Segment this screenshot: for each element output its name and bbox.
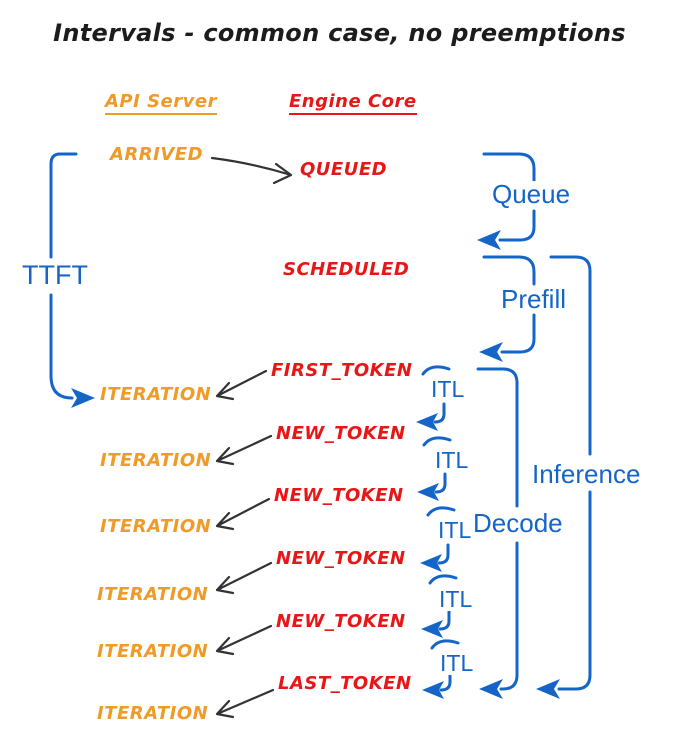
column-header-api-server: API Server: [105, 92, 217, 115]
event-first-token: FIRST_TOKEN: [271, 360, 413, 381]
event-new-token-3: NEW_TOKEN: [276, 548, 406, 569]
interval-label-ttft: TTFT: [20, 260, 90, 290]
itl-arrowhead-5: [422, 681, 444, 699]
event-queued: QUEUED: [300, 159, 388, 180]
event-iteration-2: ITERATION: [100, 450, 212, 471]
itl-interval-2: [422, 436, 452, 494]
event-new-token-2: NEW_TOKEN: [274, 485, 404, 506]
event-iteration-1: ITERATION: [100, 384, 212, 405]
interval-label-itl-2: ITL: [433, 447, 471, 473]
arrow-firsttoken-to-iteration: [215, 369, 268, 401]
itl-arrowhead-3: [420, 554, 442, 572]
interval-label-inference: Inference: [530, 459, 643, 489]
event-new-token-1: NEW_TOKEN: [276, 423, 406, 444]
itl-arrowhead-4: [421, 620, 443, 638]
itl-interval-4: [428, 574, 458, 631]
column-header-engine-core: Engine Core: [289, 92, 417, 115]
page-title: Intervals - common case, no preemptions: [53, 19, 626, 47]
itl-arrowhead-1: [416, 413, 438, 431]
event-iteration-3: ITERATION: [100, 516, 212, 537]
itl-interval-5: [430, 639, 460, 692]
interval-label-itl-4: ITL: [437, 586, 475, 612]
interval-label-itl-3: ITL: [436, 517, 474, 543]
event-iteration-4: ITERATION: [97, 584, 209, 605]
prefill-arrowhead: [479, 342, 503, 362]
queue-bracket: [482, 152, 536, 242]
prefill-bracket: [482, 255, 536, 354]
inference-bracket: [549, 255, 592, 691]
event-new-token-4: NEW_TOKEN: [276, 611, 406, 632]
decode-bracket: [476, 367, 519, 691]
queue-arrowhead: [477, 230, 501, 250]
itl-interval-1: [421, 365, 451, 424]
arrow-newtoken2-to-iteration: [215, 497, 271, 531]
inference-arrowhead: [536, 679, 560, 699]
arrow-newtoken1-to-iteration: [215, 434, 273, 466]
event-iteration-6: ITERATION: [97, 703, 209, 724]
arrow-newtoken4-to-iteration: [215, 624, 273, 656]
itl-interval-3: [426, 506, 456, 565]
decode-arrowhead: [479, 679, 503, 699]
arrow-arrived-to-queued: [210, 156, 293, 185]
interval-label-decode: Decode: [471, 508, 565, 538]
interval-label-itl-5: ITL: [438, 650, 476, 676]
interval-label-queue: Queue: [490, 179, 573, 209]
event-scheduled: SCHEDULED: [283, 259, 410, 280]
event-last-token: LAST_TOKEN: [278, 673, 412, 694]
arrow-lasttoken-to-iteration: [215, 688, 275, 719]
interval-label-itl-1: ITL: [429, 376, 467, 402]
itl-arrowhead-2: [417, 483, 439, 501]
event-iteration-5: ITERATION: [97, 641, 209, 662]
arrow-newtoken3-to-iteration: [215, 561, 273, 595]
event-arrived: ARRIVED: [110, 144, 204, 165]
ttft-bracket: [49, 152, 78, 400]
interval-label-prefill: Prefill: [499, 284, 569, 314]
ttft-arrowhead: [71, 388, 95, 408]
